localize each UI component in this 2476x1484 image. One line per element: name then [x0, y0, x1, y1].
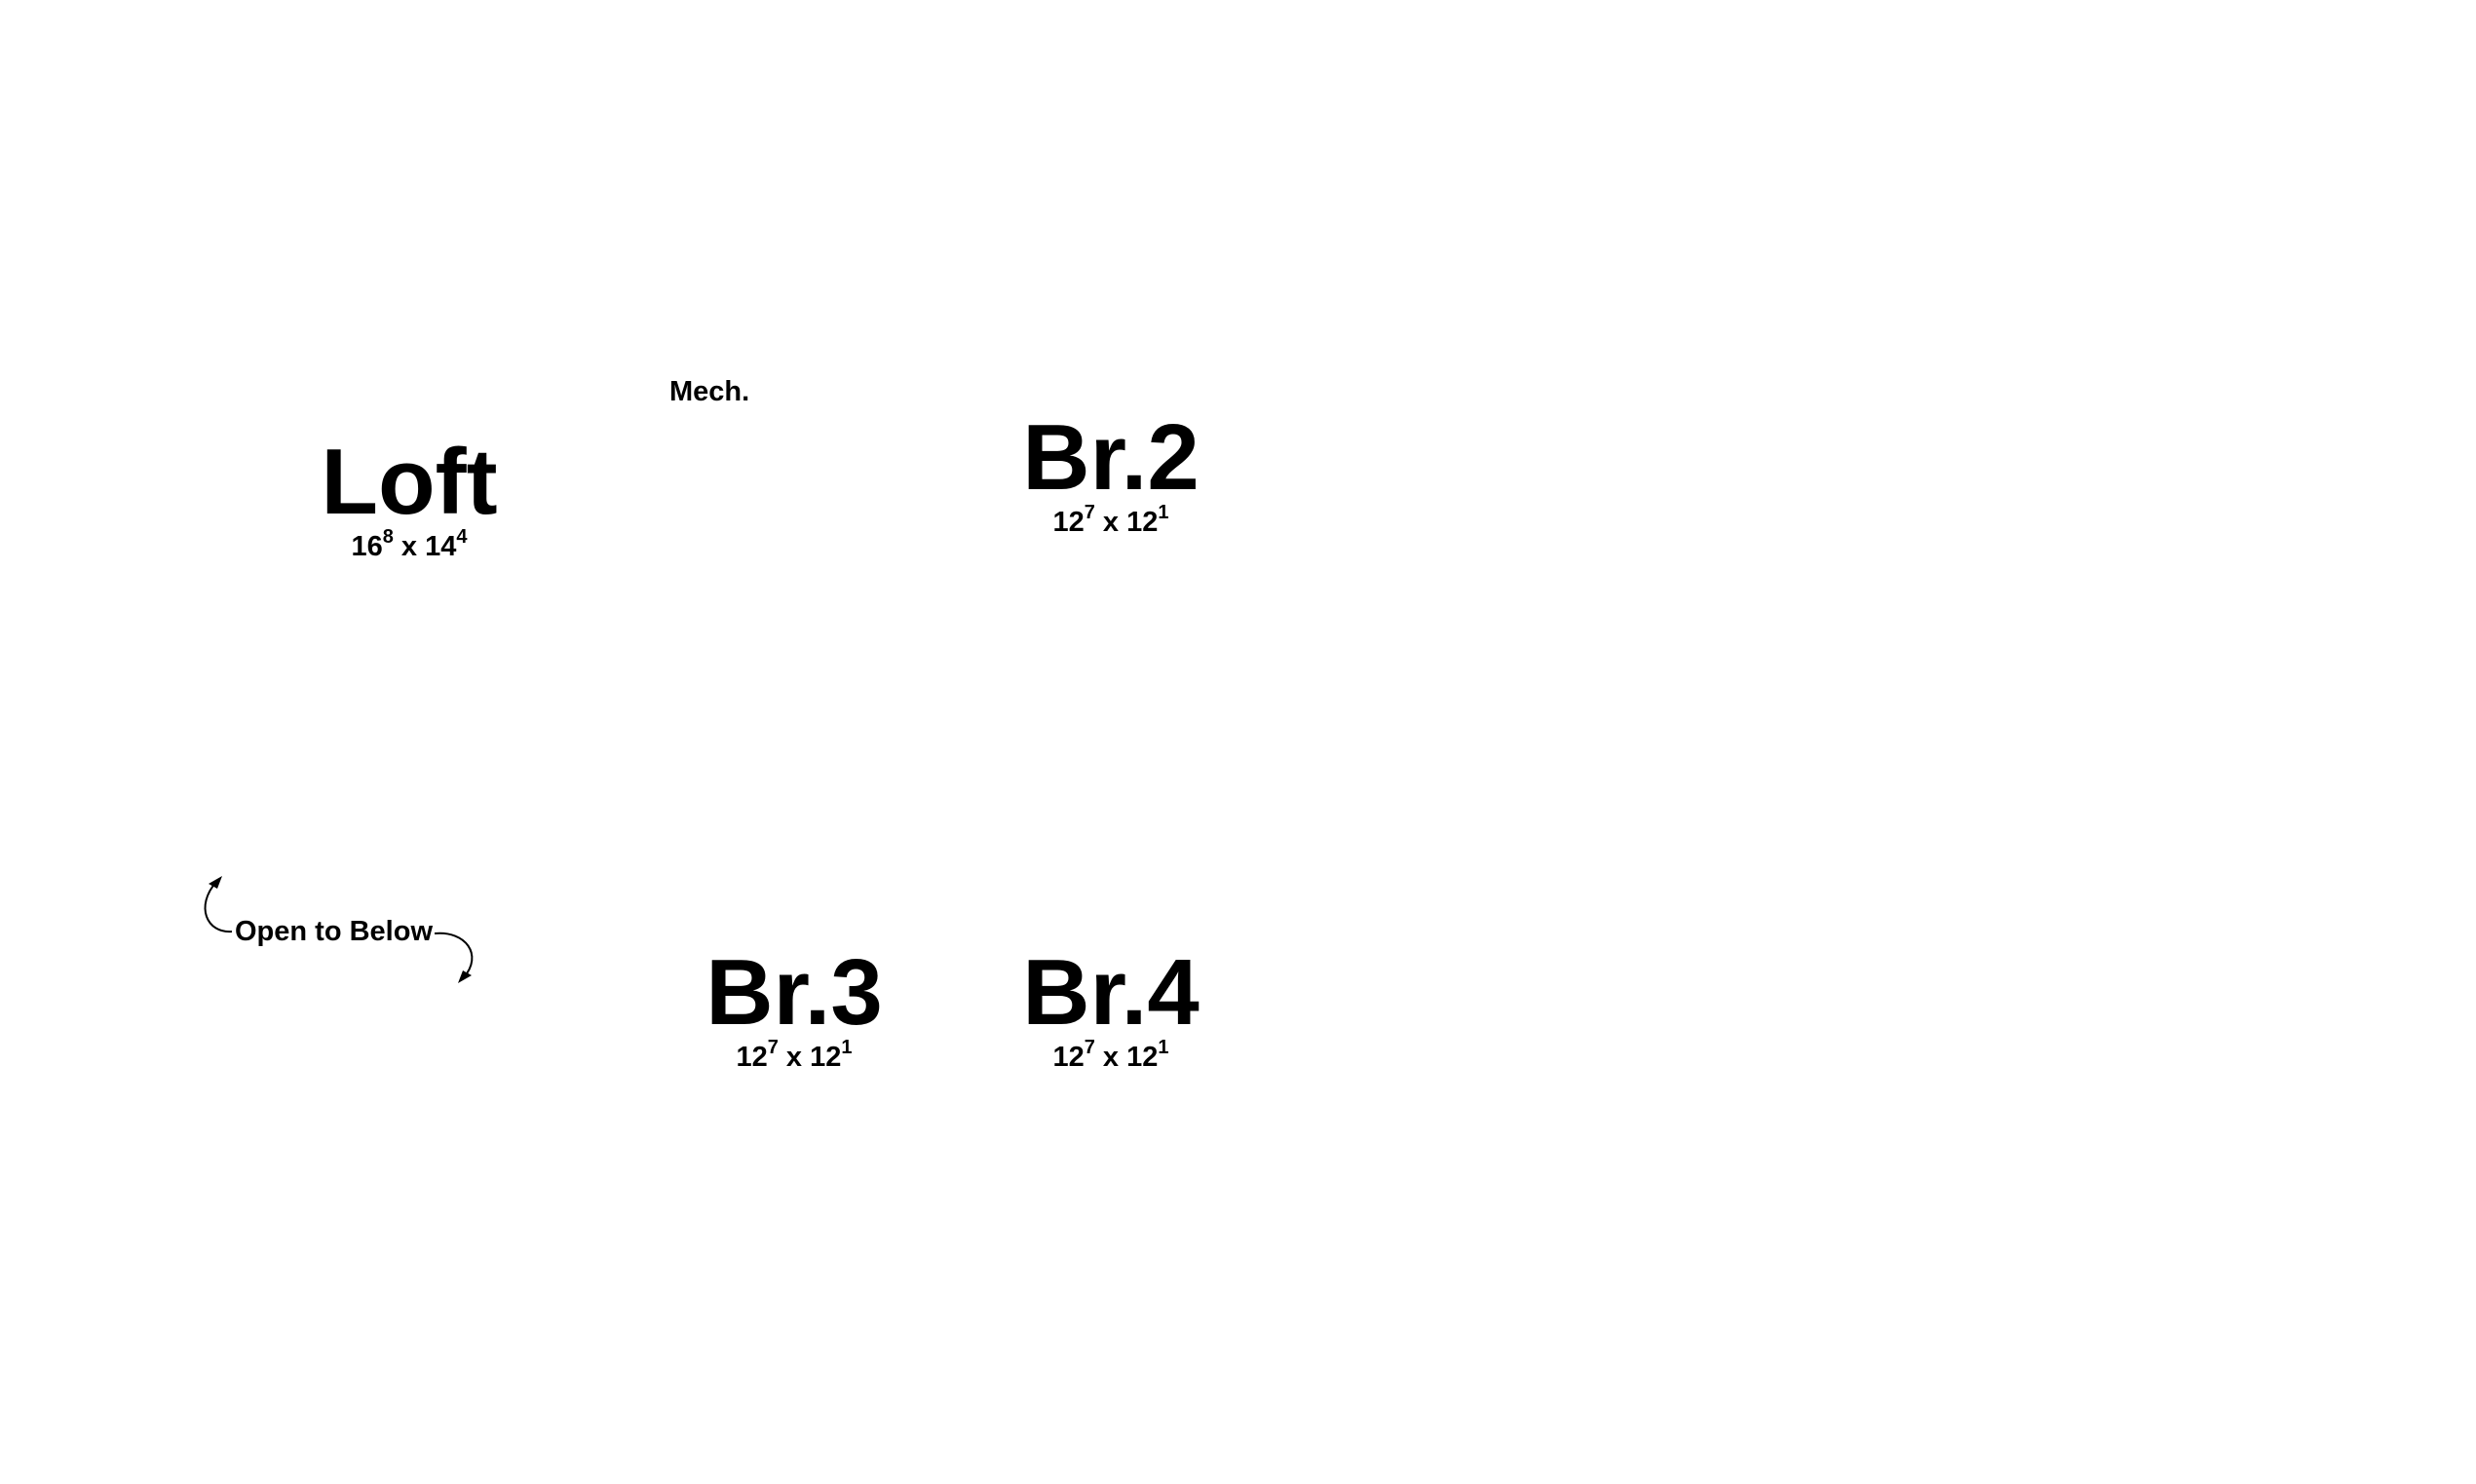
room-dimensions-br2: 127 x 121	[999, 503, 1223, 538]
dimension-depth-inches: 4	[456, 526, 468, 548]
dimension-width-inches: 7	[767, 1037, 779, 1058]
dimension-separator: x	[1102, 507, 1120, 538]
room-dimensions-loft: 168 x 144	[302, 527, 516, 562]
dimension-separator: x	[400, 531, 418, 562]
dimension-separator: x	[1102, 1042, 1120, 1073]
dimension-width-inches: 7	[1084, 502, 1095, 523]
open-to-below-label: Open to Below	[235, 916, 433, 947]
room-name-mech: Mech.	[669, 376, 750, 407]
dimension-depth-inches: 1	[841, 1037, 853, 1058]
room-name-br3: Br.3	[705, 940, 883, 1045]
dimension-depth: 12	[1126, 1042, 1159, 1073]
room-dimensions-br4: 127 x 121	[999, 1038, 1223, 1073]
dimension-width-inches: 7	[1084, 1037, 1095, 1058]
dimension-depth-inches: 1	[1158, 502, 1169, 523]
dimension-depth: 12	[1126, 507, 1159, 538]
dimension-depth: 12	[810, 1042, 842, 1073]
dimension-width: 12	[1052, 1042, 1085, 1073]
curved-arrow-left-icon	[204, 881, 233, 933]
room-br2: Br.2 127 x 121	[999, 411, 1223, 537]
room-dimensions-br3: 127 x 121	[682, 1038, 906, 1073]
arrowhead-left-icon	[209, 876, 222, 889]
dimension-depth-inches: 1	[1158, 1037, 1169, 1058]
dimension-width: 12	[736, 1042, 768, 1073]
dimension-width: 12	[1052, 507, 1085, 538]
room-mech: Mech.	[669, 378, 749, 406]
room-name-br2: Br.2	[1022, 405, 1200, 510]
curved-arrow-right-icon	[434, 932, 474, 978]
dimension-width-inches: 8	[382, 526, 394, 548]
arrowhead-right-icon	[458, 970, 472, 983]
dimension-depth: 14	[425, 531, 457, 562]
room-loft: Loft 168 x 144	[302, 436, 516, 561]
room-name-br4: Br.4	[1022, 940, 1200, 1045]
dimension-width: 16	[351, 531, 383, 562]
dimension-separator: x	[785, 1042, 803, 1073]
room-br4: Br.4 127 x 121	[999, 946, 1223, 1072]
room-br3: Br.3 127 x 121	[682, 946, 906, 1072]
room-name-loft: Loft	[321, 430, 498, 534]
